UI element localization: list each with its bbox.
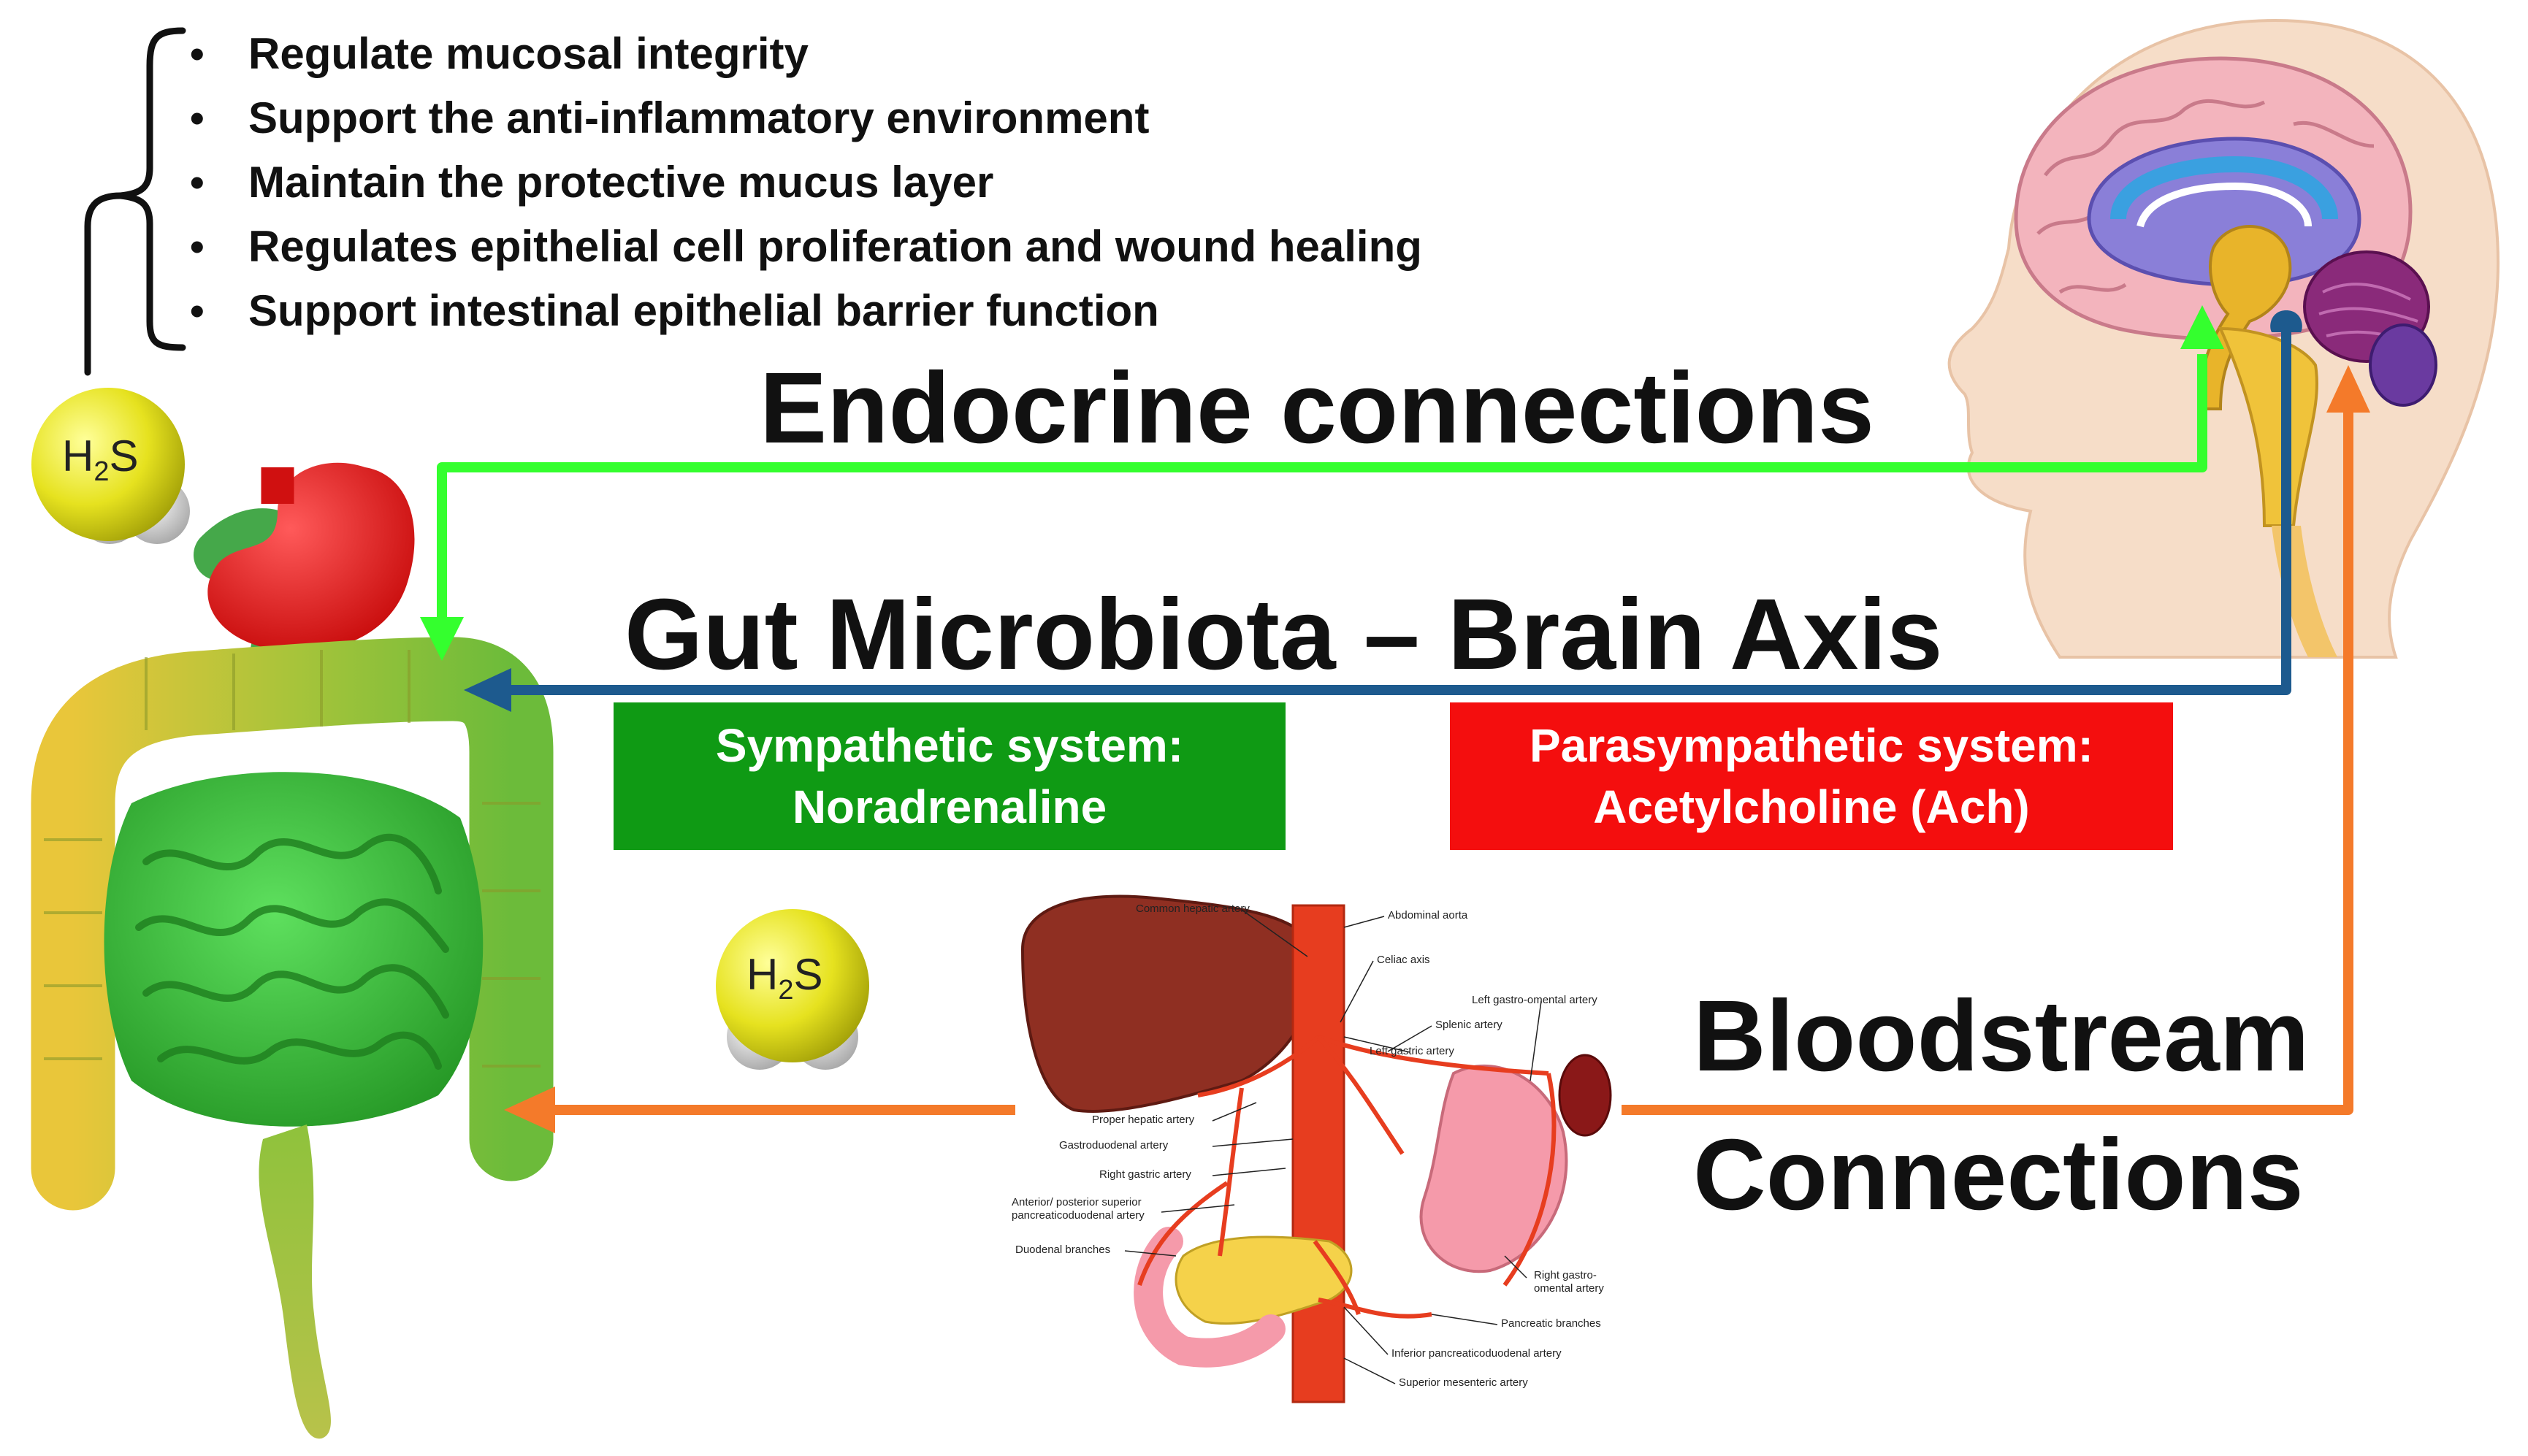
h2s-label-h: H: [62, 432, 94, 480]
label-proper-hepatic-artery: Proper hepatic artery: [1092, 1114, 1195, 1126]
label-splenic-artery: Splenic artery: [1435, 1019, 1502, 1031]
label-pancreatic-branches: Pancreatic branches: [1501, 1317, 1601, 1330]
axis-title: Gut Microbiota – Brain Axis: [625, 578, 1943, 691]
label-right-gastric-artery: Right gastric artery: [1099, 1168, 1191, 1181]
endocrine-arrowhead-down: [420, 617, 464, 661]
h2s-effects-list: Regulate mucosal integrity Support the a…: [183, 22, 1422, 343]
h2s-effect-item: Maintain the protective mucus layer: [183, 150, 1422, 215]
label-duodenal-branches: Duodenal branches: [1015, 1244, 1111, 1256]
h2s-effect-item: Support the anti-inflammatory environmen…: [183, 86, 1422, 150]
artery-illustration: [1020, 894, 1612, 1403]
h2s-label-sub: 2: [778, 975, 794, 1005]
brace-bracket: [84, 27, 186, 376]
h2s-label-top: H2S: [62, 431, 139, 488]
endocrine-title: Endocrine connections: [760, 352, 1874, 464]
h2s-label-s: S: [109, 432, 139, 480]
label-pancreaticoduodenal-artery-line1: Anterior/ posterior superior: [1012, 1196, 1142, 1208]
label-common-hepatic-artery: Common hepatic artery: [1136, 903, 1250, 915]
bloodstream-title-line1: Bloodstream: [1693, 980, 2310, 1092]
label-right-gastro-omental-artery-line1: Right gastro-: [1534, 1269, 1597, 1281]
neural-arrow: [504, 321, 2291, 695]
sympathetic-box: Sympathetic system: Noradrenaline: [614, 702, 1286, 850]
h2s-effect-item: Support intestinal epithelial barrier fu…: [183, 279, 1422, 343]
bloodstream-arrow: [548, 409, 2353, 1115]
endocrine-arrowhead-up: [2180, 305, 2224, 349]
h2s-label-middle: H2S: [746, 949, 823, 1006]
h2s-molecule-top: [31, 388, 190, 544]
digestive-tract-illustration: [31, 462, 554, 1439]
h2s-label-h: H: [746, 950, 779, 999]
bloodstream-arrowhead-left: [504, 1087, 555, 1133]
neural-arrowhead-left: [464, 668, 511, 712]
label-pancreaticoduodenal-artery-line2: pancreaticoduodenal artery: [1012, 1209, 1145, 1222]
label-abdominal-aorta: Abdominal aorta: [1388, 909, 1468, 922]
bloodstream-title-line2: Connections: [1693, 1119, 2304, 1231]
h2s-molecule-middle: [716, 909, 869, 1070]
parasympathetic-transmitter: Acetylcholine (Ach): [1593, 781, 2030, 833]
bloodstream-arrowhead-up: [2326, 365, 2370, 413]
label-right-gastro-omental-artery-line2: omental artery: [1534, 1282, 1604, 1295]
h2s-label-s: S: [793, 950, 823, 999]
h2s-effect-item: Regulates epithelial cell proliferation …: [183, 215, 1422, 279]
h2s-effect-item: Regulate mucosal integrity: [183, 22, 1422, 86]
label-inferior-pancreaticoduodenal-artery: Inferior pancreaticoduodenal artery: [1391, 1347, 1562, 1360]
label-celiac-axis: Celiac axis: [1377, 954, 1430, 966]
parasympathetic-title: Parasympathetic system:: [1530, 719, 2093, 772]
neural-arrowhead-top: [2270, 310, 2302, 332]
brain-illustration: [1947, 19, 2500, 659]
sympathetic-title: Sympathetic system:: [715, 719, 1184, 772]
label-left-gastro-omental-artery: Left gastro-omental artery: [1472, 994, 1597, 1006]
sympathetic-transmitter: Noradrenaline: [792, 781, 1107, 833]
label-gastroduodenal-artery: Gastroduodenal artery: [1059, 1139, 1169, 1152]
label-left-gastric-artery: Left gastric artery: [1370, 1045, 1454, 1057]
label-superior-mesenteric-artery: Superior mesenteric artery: [1399, 1376, 1528, 1389]
endocrine-arrow: [437, 354, 2207, 628]
h2s-label-sub: 2: [93, 456, 110, 487]
parasympathetic-box: Parasympathetic system: Acetylcholine (A…: [1450, 702, 2173, 850]
